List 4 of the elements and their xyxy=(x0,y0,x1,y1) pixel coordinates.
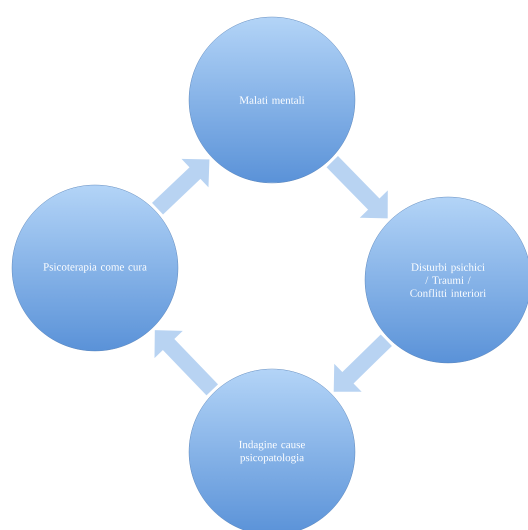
block-arrow xyxy=(152,158,210,214)
block-arrow xyxy=(326,156,388,218)
block-arrow xyxy=(334,334,392,392)
block-arrow xyxy=(154,330,218,396)
